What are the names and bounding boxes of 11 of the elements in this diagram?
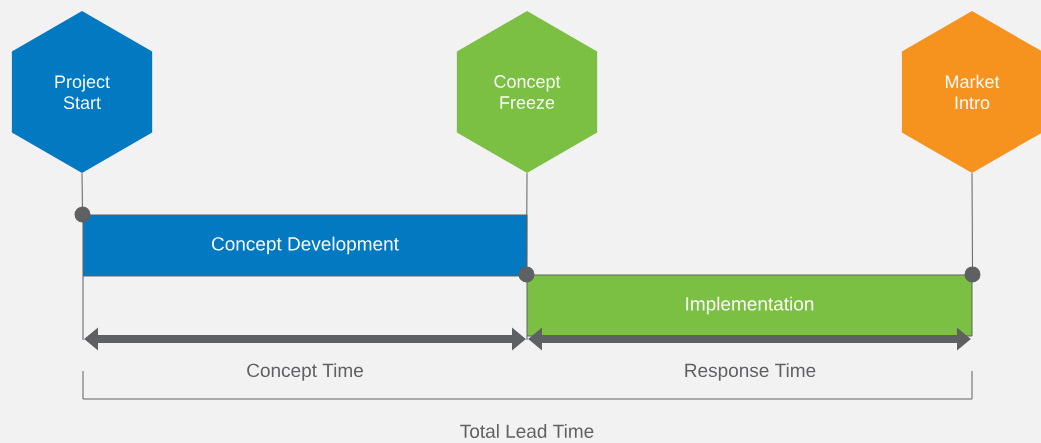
dimension-label: Response Time bbox=[685, 363, 816, 381]
milestone-hexagon: Project Start bbox=[11, 11, 153, 173]
milestone-hexagon: Market Intro bbox=[901, 11, 1041, 173]
connector-line bbox=[964, 172, 981, 283]
connector-line bbox=[518, 172, 535, 283]
milestone-hexagon: Concept Freeze bbox=[456, 11, 598, 173]
dimension-label: Concept Time bbox=[247, 363, 363, 381]
phase-bar: Implementation bbox=[526, 274, 973, 337]
dimension-label: Total Lead Time bbox=[460, 424, 594, 438]
connector-line bbox=[74, 172, 91, 223]
phase-bar: Concept Development bbox=[82, 214, 528, 277]
